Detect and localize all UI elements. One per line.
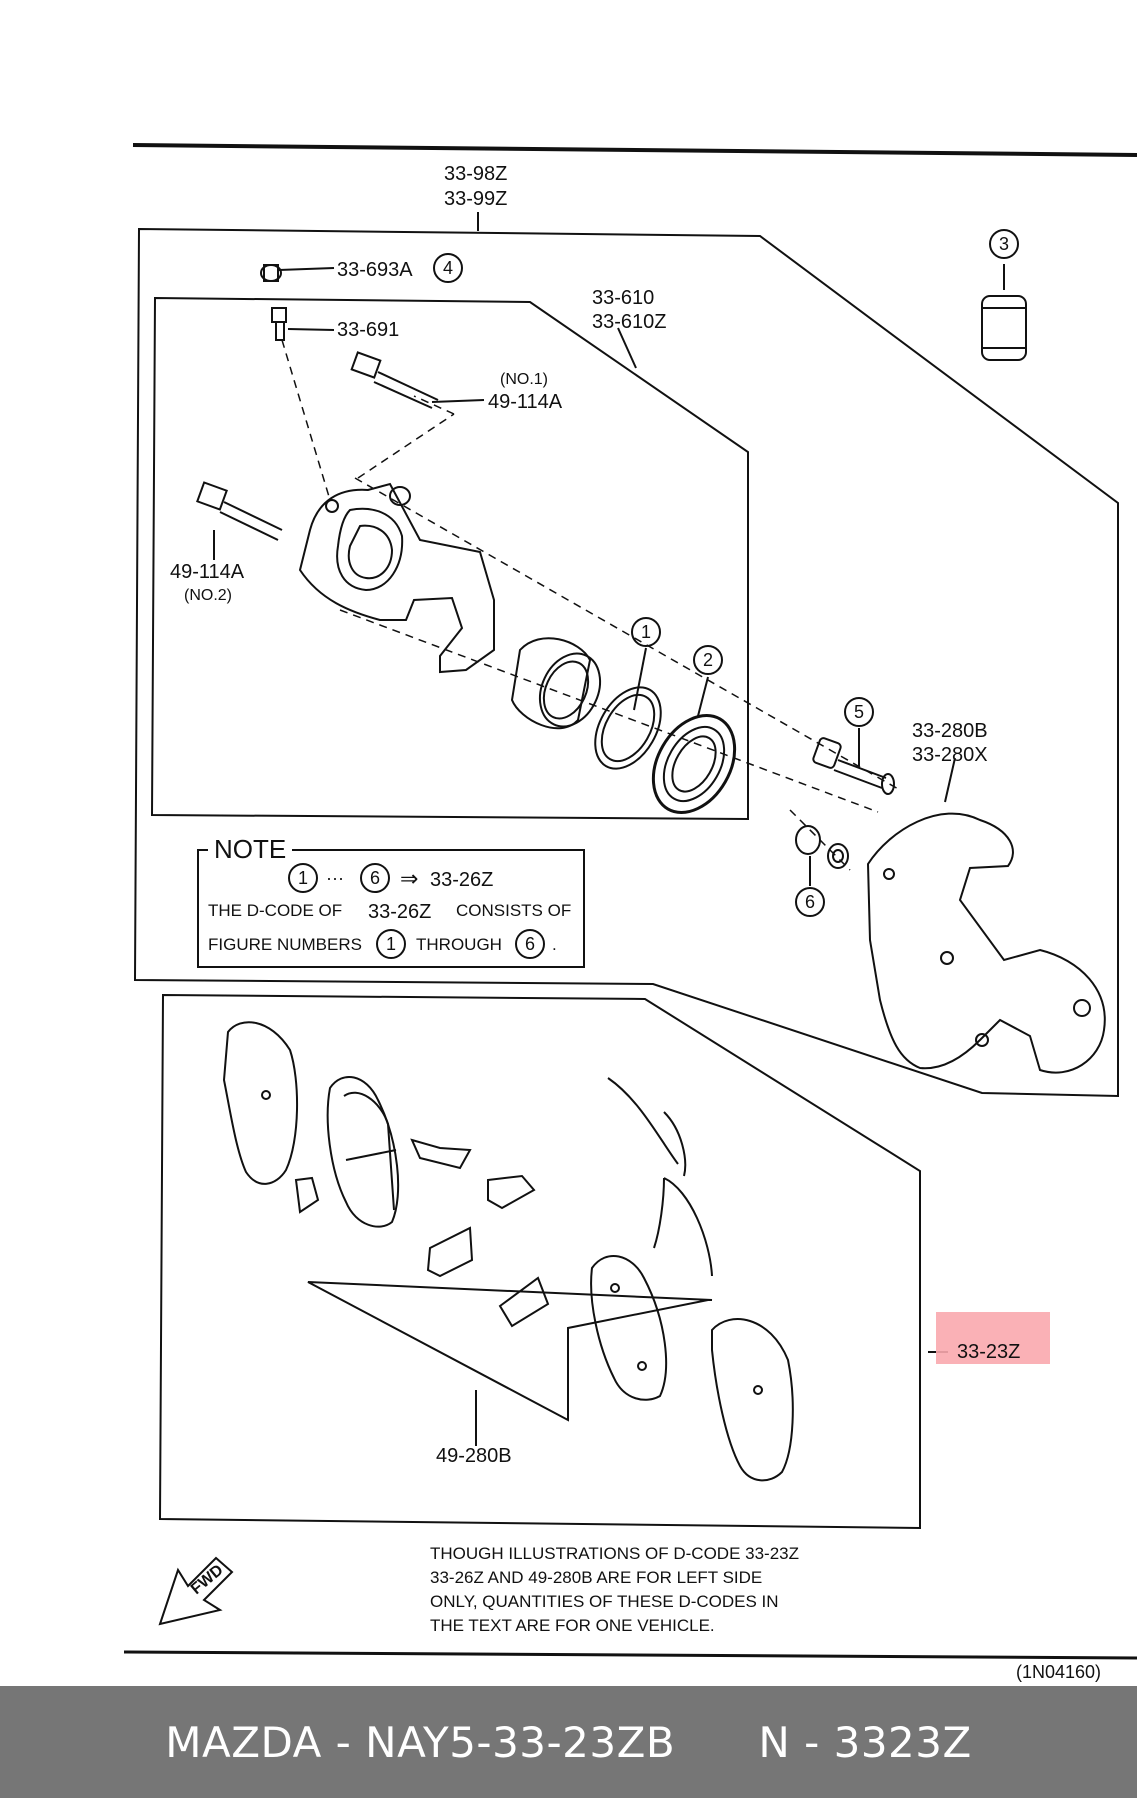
label-caliper-assy-a: 33-98Z <box>444 163 507 185</box>
disclaimer-line-2: 33-26Z AND 49-280B ARE FOR LEFT SIDE <box>430 1568 762 1587</box>
fig-6-number: 6 <box>805 892 815 912</box>
fig-4-marker <box>433 253 463 283</box>
note-range-to: 6 <box>370 868 380 888</box>
label-pad-kit: 33-23Z <box>957 1341 1020 1363</box>
note-through-to: 6 <box>525 934 535 954</box>
diagram-code: (1N04160) <box>1016 1662 1101 1682</box>
fig-1-marker <box>631 617 661 647</box>
footer-brand-part: MAZDA - NAY5-33-23ZB <box>165 1717 676 1767</box>
part-number-footer: MAZDA - NAY5-33-23ZB N - 3323Z <box>0 1686 1137 1798</box>
disclaimer-line-4: THE TEXT ARE FOR ONE VEHICLE. <box>430 1616 715 1635</box>
label-bracket-b: 33-280X <box>912 744 988 766</box>
pad-clip-icon <box>294 1138 550 1328</box>
caliper-bracket-icon <box>866 812 1106 1074</box>
note-ellipsis: ··· <box>326 868 344 888</box>
part-highlight <box>936 1312 1050 1364</box>
note-title: NOTE <box>214 834 286 864</box>
label-caliper-body-b: 33-610Z <box>592 311 667 333</box>
pad-spring-icon <box>607 1077 713 1277</box>
note-box <box>197 849 585 968</box>
note-through-from: 1 <box>386 934 396 954</box>
fig-2-marker <box>693 645 723 675</box>
label-bleeder-screw: 33-691 <box>337 319 399 341</box>
pad-kit-frame <box>158 993 921 1530</box>
label-caliper-body-a: 33-610 <box>592 287 654 309</box>
note-line3-mid: THROUGH <box>416 935 502 954</box>
parts-diagram: 33-98Z 33-99Z 33-693A 33-691 33-610 33-6… <box>123 143 1137 1682</box>
footer-spacer <box>675 1718 758 1767</box>
disclaimer-line-1: THOUGH ILLUSTRATIONS OF D-CODE 33-23Z <box>430 1544 799 1563</box>
fig-2-number: 2 <box>703 650 713 670</box>
label-bolt-no1: 49-114A <box>488 391 563 413</box>
bleeder-screw-icon <box>271 307 287 341</box>
bleeder-cap-icon <box>260 264 282 282</box>
label-bleeder-cap: 33-693A <box>337 259 413 281</box>
disclaimer-line-3: ONLY, QUANTITIES OF THESE D-CODES IN <box>430 1592 779 1611</box>
note-line2-a: THE D-CODE OF <box>208 901 342 920</box>
inner-pad-2-icon <box>590 1255 668 1401</box>
guide-bolt-no2-icon <box>196 481 283 541</box>
grease-packet-icon <box>981 295 1027 361</box>
fig-1-number: 1 <box>641 622 651 642</box>
fig-3-marker <box>989 229 1019 259</box>
caliper-body-frame <box>150 296 749 821</box>
fig-4-number: 4 <box>443 258 453 278</box>
note-range-from: 1 <box>298 868 308 888</box>
fig-6-marker <box>795 887 825 917</box>
outer-pad-icon <box>222 1021 299 1185</box>
caliper-body-icon <box>298 482 495 674</box>
guide-bolt-no1-icon <box>350 351 439 409</box>
fig-3-number: 3 <box>999 234 1009 254</box>
note-line3-end: . <box>552 935 557 954</box>
pad-set-frame <box>307 1281 713 1422</box>
piston-seal-icon <box>594 686 662 770</box>
note-code: 33-26Z <box>430 869 493 891</box>
caliper-assembly-frame <box>133 227 1119 1098</box>
note-line3-a: FIGURE NUMBERS <box>208 935 362 954</box>
bottom-rule <box>123 1650 1137 1660</box>
top-rule <box>132 143 1137 157</box>
note-line2-code: 33-26Z <box>368 901 431 923</box>
dust-boot-icon <box>651 714 737 814</box>
label-bolt-no1-note: (NO.1) <box>500 371 548 388</box>
label-bolt-no2: 49-114A <box>170 561 245 583</box>
label-pad-set: 49-280B <box>436 1445 512 1467</box>
piston-icon <box>510 637 602 730</box>
outer-pad-2-icon <box>711 1318 794 1482</box>
label-bracket-a: 33-280B <box>912 720 988 742</box>
footer-oem-code: N - 3323Z <box>758 1717 972 1767</box>
note-arrow: ⇒ <box>400 866 418 891</box>
guide-pin-icon <box>812 737 895 795</box>
pin-boot-icon <box>795 825 849 869</box>
fig-5-number: 5 <box>854 702 864 722</box>
note-line2-b: CONSISTS OF <box>456 901 571 920</box>
fig-5-marker <box>844 697 874 727</box>
label-caliper-assy-b: 33-99Z <box>444 188 507 210</box>
label-bolt-no2-note: (NO.2) <box>184 587 232 604</box>
inner-pad-icon <box>326 1076 400 1228</box>
fwd-arrow-icon <box>158 1556 234 1626</box>
